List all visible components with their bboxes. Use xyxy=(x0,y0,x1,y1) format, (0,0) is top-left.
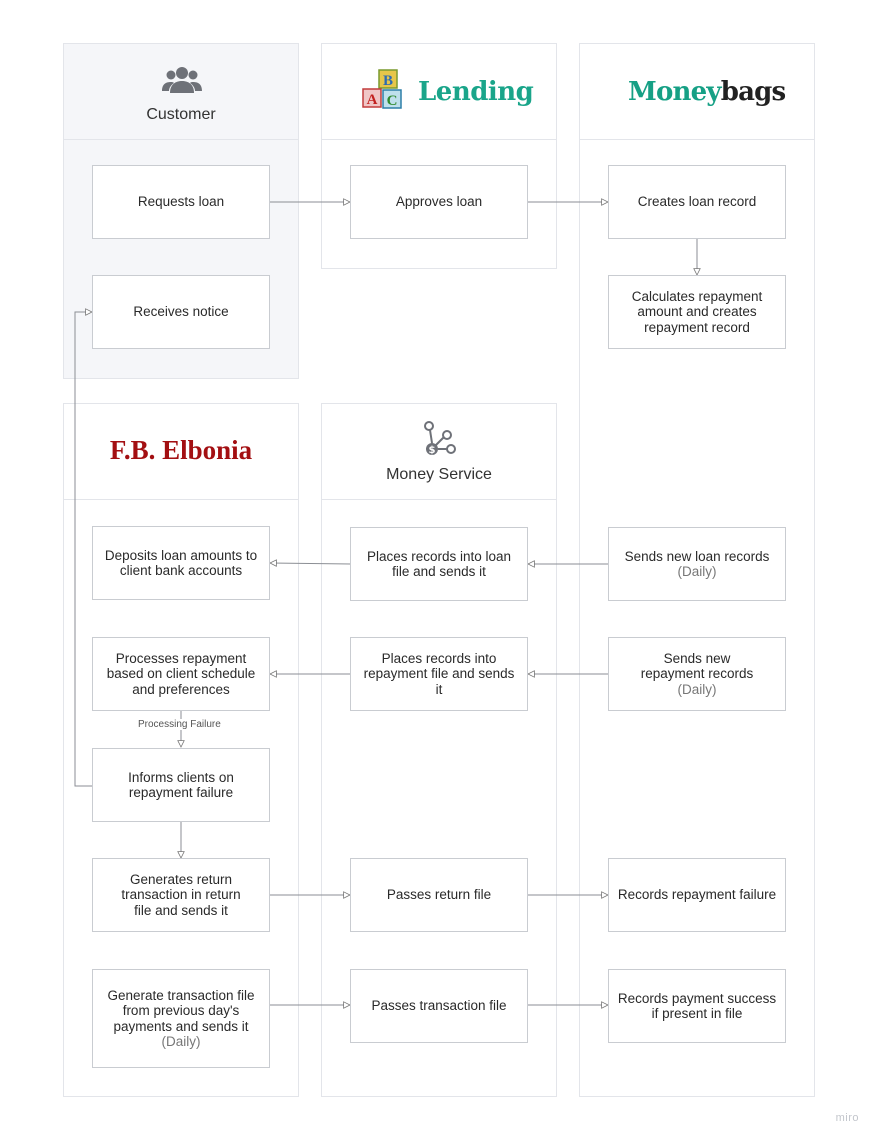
passes-transaction-file-label: Passes transaction file xyxy=(371,998,507,1014)
passes-return-file-box: Passes return file xyxy=(350,858,528,932)
sends-new-repayment-records-frequency: (Daily) xyxy=(677,681,717,697)
block-letter-a: A xyxy=(367,92,378,108)
approves-loan-box: Approves loan xyxy=(350,165,528,239)
processes-repayment-box: Processes repayment based on client sche… xyxy=(92,637,270,711)
generate-transaction-file-label: Generate transaction file from previous … xyxy=(107,987,255,1034)
sends-new-loan-records-frequency: (Daily) xyxy=(677,564,717,579)
elbonia-lane-header: F.B. Elbonia xyxy=(64,404,298,500)
block-letter-b: B xyxy=(383,73,393,89)
places-loan-file-box: Places records into loan file and sends … xyxy=(350,527,528,601)
requests-loan-label: Requests loan xyxy=(137,194,225,210)
processing-failure-label: Processing Failure xyxy=(136,719,223,730)
places-loan-file-label: Places records into loan file and sends … xyxy=(366,548,512,580)
deposits-loan-label: Deposits loan amounts to client bank acc… xyxy=(104,547,258,579)
generate-transaction-file-box: Generate transaction file from previous … xyxy=(92,969,270,1068)
customer-lane-title: Customer xyxy=(146,106,216,123)
generates-return-box: Generates return transaction in return f… xyxy=(92,858,270,932)
passes-transaction-file-box: Passes transaction file xyxy=(350,969,528,1043)
creates-loan-record-box: Creates loan record xyxy=(608,165,786,239)
sends-new-repayment-records-label: Sends new repayment records xyxy=(640,650,754,682)
calculates-repayment-box: Calculates repayment amount and creates … xyxy=(608,275,786,349)
lending-lane-header: B A C Lending xyxy=(322,44,556,140)
places-repayment-file-label: Places records into repayment file and s… xyxy=(363,650,515,697)
miro-watermark: miro xyxy=(835,1112,859,1124)
processes-repayment-label: Processes repayment based on client sche… xyxy=(106,650,256,697)
abc-blocks-icon: B A C xyxy=(362,69,402,109)
informs-clients-box: Informs clients on repayment failure xyxy=(92,748,270,822)
receives-notice-label: Receives notice xyxy=(133,304,229,320)
calculates-repayment-label: Calculates repayment amount and creates … xyxy=(631,288,763,335)
customer-lane-header: Customer xyxy=(64,44,298,140)
users-icon xyxy=(162,67,202,93)
requests-loan-box: Requests loan xyxy=(92,165,270,239)
passes-return-file-label: Passes return file xyxy=(386,887,492,903)
records-payment-success-box: Records payment success if present in fi… xyxy=(608,969,786,1043)
block-letter-c: C xyxy=(387,93,398,109)
generate-transaction-file-frequency: (Daily) xyxy=(161,1034,201,1049)
generates-return-label: Generates return transaction in return f… xyxy=(121,871,241,918)
arrow-inform-to-notice xyxy=(74,312,92,787)
records-repayment-failure-box: Records repayment failure xyxy=(608,858,786,932)
records-repayment-failure-label: Records repayment failure xyxy=(617,887,777,903)
sends-new-repayment-records-box: Sends new repayment records (Daily) xyxy=(608,637,786,711)
moneybags-brand-title: Moneybags xyxy=(628,77,786,107)
arrow-place-to-deposit xyxy=(270,563,352,564)
moneybags-lane-header: Moneybags xyxy=(580,44,814,140)
deposits-loan-box: Deposits loan amounts to client bank acc… xyxy=(92,526,270,600)
records-payment-success-label: Records payment success if present in fi… xyxy=(617,990,777,1022)
moneybags-title-part2: bags xyxy=(720,77,786,107)
sends-new-loan-records-label: Sends new loan records xyxy=(624,548,770,564)
creates-loan-record-label: Creates loan record xyxy=(637,194,757,210)
elbonia-brand-title: F.B. Elbonia xyxy=(109,435,253,465)
sends-new-loan-records-box: Sends new loan records (Daily) xyxy=(608,527,786,601)
svg-text:$: $ xyxy=(429,445,436,456)
money-service-lane-header: $ Money Service xyxy=(322,404,556,500)
money-service-lane-title: Money Service xyxy=(386,466,492,483)
lending-brand-title: Lending xyxy=(418,77,534,107)
receives-notice-box: Receives notice xyxy=(92,275,270,349)
money-network-icon: $ xyxy=(424,421,456,456)
moneybags-title-part1: Money xyxy=(628,77,721,107)
approves-loan-label: Approves loan xyxy=(395,194,483,210)
places-repayment-file-box: Places records into repayment file and s… xyxy=(350,637,528,711)
informs-clients-label: Informs clients on repayment failure xyxy=(128,769,234,801)
